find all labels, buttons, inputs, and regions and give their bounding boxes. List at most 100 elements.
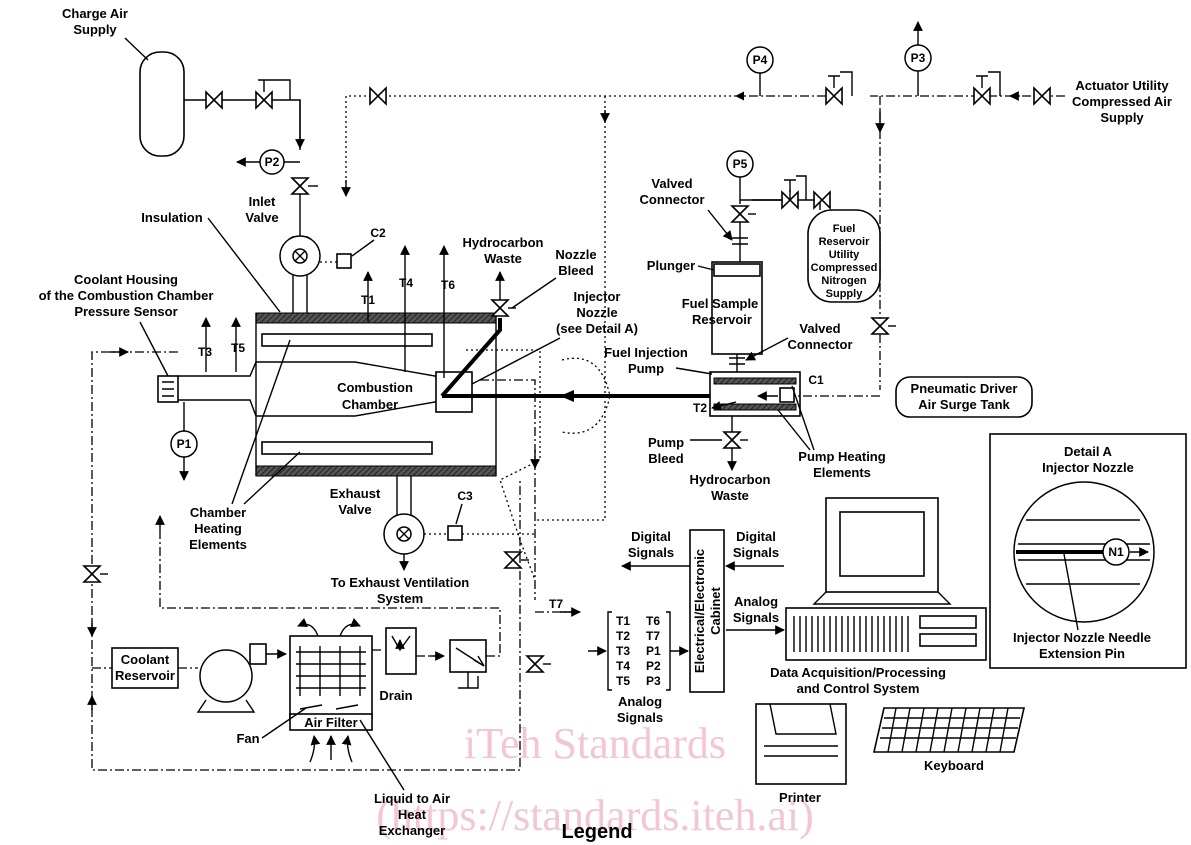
valved-connector-bottom-label-1: Valved <box>799 321 840 336</box>
control-c1-label: C1 <box>808 373 824 387</box>
fuel-reservoir-label-5: Nitrogen <box>821 275 867 287</box>
signal-t6: T6 <box>646 614 660 628</box>
gauge-p1 <box>170 430 198 458</box>
actuator-air-supply: Actuator Utility Compressed Air Supply P… <box>735 21 1172 390</box>
legend-title: Legend <box>561 821 632 843</box>
coolant-valve <box>82 565 102 583</box>
coolant-pump <box>199 649 253 703</box>
charge-air-label-1: Charge Air <box>62 6 128 21</box>
nitrogen-tank <box>807 209 881 303</box>
combustion-chamber-assembly: Combustion Chamber C2 C3 Insulation Inle… <box>39 194 535 606</box>
detail-a-outline <box>466 349 541 581</box>
c2-actuation-line <box>341 86 736 521</box>
needle-pin-label-2: Extension Pin <box>1039 646 1125 661</box>
nozzle-bleed-label-1: Nozzle <box>555 247 596 262</box>
gauge-p2-label: P2 <box>265 155 280 169</box>
needle-pin-label-1: Injector Nozzle Needle <box>1013 630 1151 645</box>
to-exhaust-label-1: To Exhaust Ventilation <box>331 575 470 590</box>
injector-nozzle-label-3: (see Detail A) <box>556 321 638 336</box>
signal-t3: T3 <box>616 644 630 658</box>
control-c1 <box>779 387 795 403</box>
temp-t2-label: T2 <box>693 401 707 415</box>
nitrogen-valve <box>730 205 750 223</box>
air-filter <box>289 713 373 731</box>
control-c2-label: C2 <box>370 226 386 240</box>
needle-sensor-n1 <box>1102 538 1130 566</box>
valved-connector-bottom <box>729 357 745 365</box>
signal-list: T1 T6 T2 T7 T3 P1 T4 P2 T5 P3 Analog Sig… <box>588 611 689 725</box>
analog-signals-bottom-label-2: Signals <box>617 710 663 725</box>
signal-p3: P3 <box>646 674 661 688</box>
lower-heating-element <box>261 441 433 455</box>
hydrocarbon-waste-top-label-2: Waste <box>484 251 522 266</box>
charge-air-supply: Charge Air Supply P2 <box>62 6 318 236</box>
pneumatic-driver-tank <box>895 376 1033 418</box>
signal-t2: T2 <box>616 629 630 643</box>
coolant-housing-label-2: of the Combustion Chamber <box>39 288 214 303</box>
monitor-screen <box>839 511 925 577</box>
pump-bleed-label-2: Bleed <box>648 451 683 466</box>
insulation-bottom <box>255 465 497 477</box>
valved-connector-bottom-label-2: Connector <box>788 337 853 352</box>
needle-n1-label: N1 <box>1108 545 1124 559</box>
inlet-valve-label-1: Inlet <box>249 194 276 209</box>
analog-signals-in-label-1: Analog <box>734 594 778 609</box>
combustion-chamber-label-1: Combustion <box>337 380 413 395</box>
temp-t5-label: T5 <box>231 341 245 355</box>
drain-trap <box>385 627 417 675</box>
detail-a-label-2: Injector Nozzle <box>1042 460 1134 475</box>
valved-connector-top-label-2: Connector <box>640 192 705 207</box>
pump-bleed-valve <box>722 431 742 449</box>
analog-signals-in-label-2: Signals <box>733 610 779 625</box>
printer <box>755 703 847 785</box>
pump-heater-upper <box>713 377 797 385</box>
daq-label-2: and Control System <box>797 681 920 696</box>
fuel-injection-pump-label-1: Fuel Injection <box>604 345 688 360</box>
digital-signals-out-label-2: Signals <box>628 545 674 560</box>
nozzle-bleed-valve <box>490 299 510 317</box>
heat-exchanger-label-1: Liquid to Air <box>374 791 450 806</box>
gauge-p3 <box>904 44 932 72</box>
coolant-valve-3 <box>525 655 545 673</box>
injector-nozzle-label-2: Nozzle <box>576 305 617 320</box>
injector-nozzle-body <box>435 371 473 413</box>
chamber-wall-bottom <box>178 395 441 417</box>
gauge-p1-label: P1 <box>177 437 192 451</box>
fuel-reservoir-label-4: Compressed <box>811 262 878 274</box>
surge-line-valve <box>870 317 890 335</box>
fan-label: Fan <box>236 731 259 746</box>
fuel-supply-system: P5 Fuel Reservoir Utility Compressed Nit… <box>604 150 1033 503</box>
coolant-reservoir-label-1: Coolant <box>121 652 170 667</box>
temp-t6-label: T6 <box>441 278 455 292</box>
digital-signals-in-label-2: Signals <box>733 545 779 560</box>
electrical-cabinet <box>689 529 725 693</box>
c2-line-valve <box>369 86 387 106</box>
valved-connector-top-label-1: Valved <box>651 176 692 191</box>
coolant-housing-label-1: Coolant Housing <box>74 272 178 287</box>
insulation-top <box>255 312 497 324</box>
coolant-loop: Coolant Reservoir Air Filter Fan Liquid … <box>82 347 551 838</box>
control-c3 <box>447 525 463 541</box>
printer-label: Printer <box>779 790 821 805</box>
keyboard <box>872 707 1026 753</box>
watermark: iTeh Standards (https://standards.iteh.a… <box>376 719 813 840</box>
temp-t7-label: T7 <box>549 597 563 611</box>
fuel-sample-reservoir <box>711 261 763 355</box>
temperature-sensors: T1 T4 T6 T3 T5 P1 <box>170 245 455 481</box>
to-exhaust-label-2: System <box>377 591 423 606</box>
heat-exchanger-label-2: Heat <box>398 807 427 822</box>
fuel-reservoir-label-3: Utility <box>829 249 860 261</box>
disk-drive-1 <box>919 615 977 629</box>
gauge-p3-label: P3 <box>911 51 926 65</box>
plunger <box>713 263 761 277</box>
gauge-p2 <box>259 149 285 175</box>
control-c3-label: C3 <box>457 489 473 503</box>
temp-t3-label: T3 <box>198 345 212 359</box>
detail-callout-arc <box>561 357 611 434</box>
upper-heating-element <box>261 333 433 347</box>
charge-air-leader <box>124 37 149 61</box>
exhaust-valve-label-1: Exhaust <box>330 486 381 501</box>
cabinet-label-2: Cabinet <box>708 586 723 634</box>
fuel-sample-reservoir-label-1: Fuel Sample <box>682 296 759 311</box>
